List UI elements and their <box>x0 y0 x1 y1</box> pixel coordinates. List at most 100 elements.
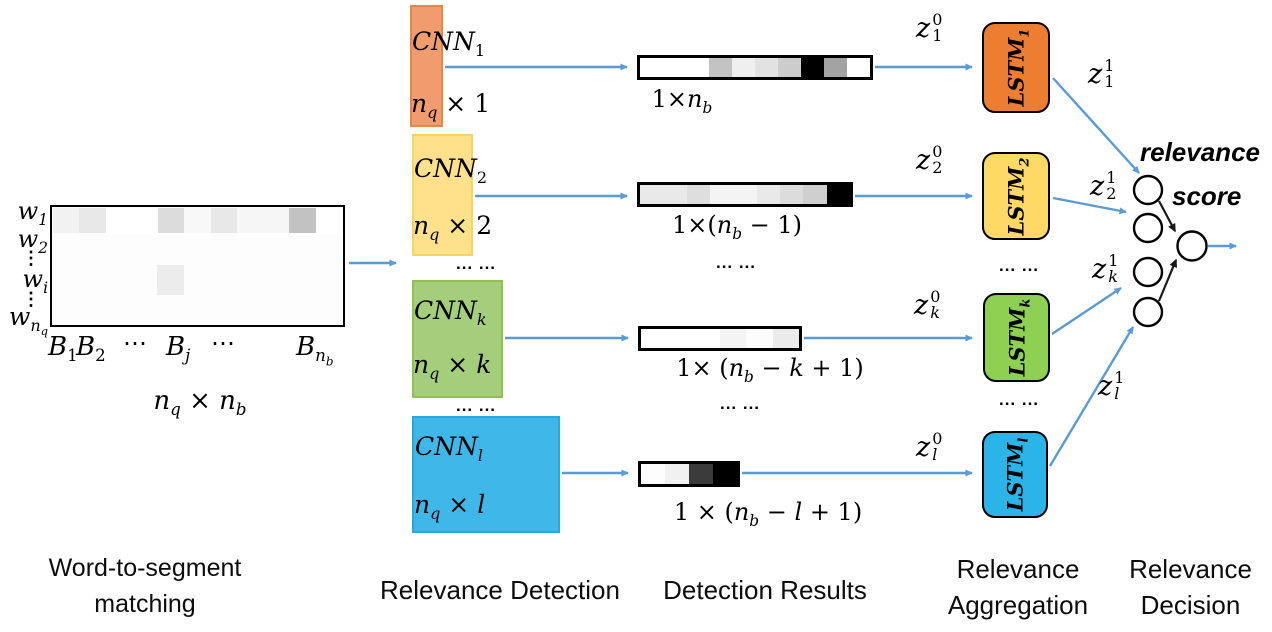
decision-node-1 <box>1132 174 1164 206</box>
heatmap-cell <box>686 185 710 204</box>
heatmap-cell <box>667 329 694 348</box>
matrix-col-ellipsis-2: ⋯ <box>211 329 235 357</box>
heatmap-cell <box>663 58 686 77</box>
heatmap-cell <box>733 185 757 204</box>
heatmap-cell <box>801 58 824 77</box>
heatmap-cell <box>826 185 850 204</box>
heatmap-cell <box>131 208 159 233</box>
arrow-node4-to-output <box>1157 258 1178 302</box>
bar3-dim-label: 1× (nb − k + 1) <box>676 354 864 386</box>
cnnl-box <box>412 416 560 533</box>
matrix-row-label-w2: w2 <box>17 225 48 257</box>
lstmk-label: LSTMk <box>1004 298 1034 377</box>
matrix-col-label-b2: B2 <box>76 332 106 366</box>
lstm1-box: LSTM1 <box>982 22 1050 113</box>
lstm-ellipsis-1: ... ... <box>998 256 1040 275</box>
heatmap-cell <box>824 58 847 77</box>
lstmk-box: LSTMk <box>983 293 1050 382</box>
bars-ellipsis-1: ... ... <box>715 253 757 272</box>
heatmap-cell <box>210 208 237 233</box>
bars-ellipsis-2: ... ... <box>719 394 761 413</box>
detection-bar-3 <box>638 326 802 351</box>
decision-node-4 <box>1132 296 1164 328</box>
detection-bar-1 <box>637 55 873 80</box>
matrix-row-ellipsis-1: ⋮ <box>22 248 40 268</box>
caption-relevance-detection: Relevance Detection <box>380 575 620 605</box>
caption-matching-line1: Word-to-segment <box>48 554 242 582</box>
heatmap-cell <box>641 329 668 348</box>
heatmap-cell <box>779 185 804 204</box>
heatmap-cell <box>158 208 185 233</box>
bar1-dim-label: 1×nb <box>651 85 713 117</box>
caption-detection-results: Detection Results <box>663 575 867 605</box>
heatmap-cell <box>719 329 747 348</box>
caption-aggregation-line1: Relevance <box>956 554 1080 584</box>
heatmap-cell <box>641 464 665 484</box>
heatmap-cell <box>105 208 132 233</box>
heatmap-cell <box>53 208 80 233</box>
detection-bar-2 <box>637 182 853 207</box>
cnnk-box <box>412 280 503 398</box>
heatmap-cell <box>289 208 316 233</box>
heatmap-cell <box>847 58 870 77</box>
lstml-box: LSTMl <box>982 431 1048 518</box>
cnnl-label: CNNl <box>415 432 484 465</box>
relevance-score-label-line2: score <box>1172 181 1242 211</box>
heatmap-cell <box>184 208 211 233</box>
matrix-row-ellipsis-2: ⋮ <box>22 289 40 309</box>
cnn1-box <box>410 5 443 127</box>
heatmap-cell <box>665 464 689 484</box>
cnn2-box <box>412 134 473 256</box>
heatmap-cell <box>746 329 773 348</box>
matrix-row-label-wnq: wnq <box>8 302 48 339</box>
heatmap-cell <box>663 185 687 204</box>
arrow-lstm1-to-node1 <box>1052 77 1140 174</box>
heatmap-cell <box>756 185 780 204</box>
heatmap-cell <box>732 58 755 77</box>
matrix-row-label-w1: w1 <box>17 197 48 229</box>
heatmap-cell <box>755 58 778 77</box>
heatmap-cell <box>693 329 720 348</box>
lstml-label: LSTMl <box>1002 437 1032 512</box>
matrix-col-label-b1: B1 <box>48 332 78 366</box>
matrix-col-ellipsis-1: ⋯ <box>123 329 147 357</box>
cnnk-dim-label: nq × k <box>413 350 492 383</box>
relevance-score-label-line1: relevance <box>1140 137 1260 167</box>
heatmap-cell <box>803 185 827 204</box>
cnn2-label: CNN2 <box>414 154 488 187</box>
heatmap-cell <box>640 185 664 204</box>
matrix-row-label-wi: wi <box>22 265 48 297</box>
cnn1-dim-label: nq × 1 <box>411 89 491 122</box>
bar4-dim-label: 1 × (nb − l + 1) <box>673 498 863 530</box>
heatmap-cell <box>79 208 106 233</box>
decision-node-3 <box>1132 256 1164 288</box>
matrix-heat-mid-cell <box>157 265 184 295</box>
heatmap-cell <box>713 464 737 484</box>
detection-bar-4 <box>638 461 740 487</box>
heatmap-cell <box>640 58 663 77</box>
heatmap-cell <box>778 58 801 77</box>
caption-decision-line2: Decision <box>1140 590 1241 620</box>
lstm2-box: LSTM2 <box>982 152 1050 240</box>
caption-matching-line2: matching <box>94 590 196 618</box>
decision-node-2 <box>1132 212 1164 244</box>
cnn-ellipsis-1: ... ... <box>455 254 497 273</box>
lstm1-label: LSTM1 <box>1003 28 1033 107</box>
heatmap-cell <box>709 185 734 204</box>
lstm-ellipsis-2: ... ... <box>998 390 1040 409</box>
heatmap-cell <box>689 464 713 484</box>
bar2-dim-label: 1×(nb − 1) <box>671 211 803 243</box>
matrix-heat-top-row <box>53 208 342 233</box>
lstm2-label: LSTM2 <box>1003 157 1033 235</box>
arrow-lstmk-to-node3 <box>1051 287 1122 335</box>
matrix-col-label-bj: Bj <box>166 332 191 366</box>
cnn1-label: CNN1 <box>412 27 486 60</box>
